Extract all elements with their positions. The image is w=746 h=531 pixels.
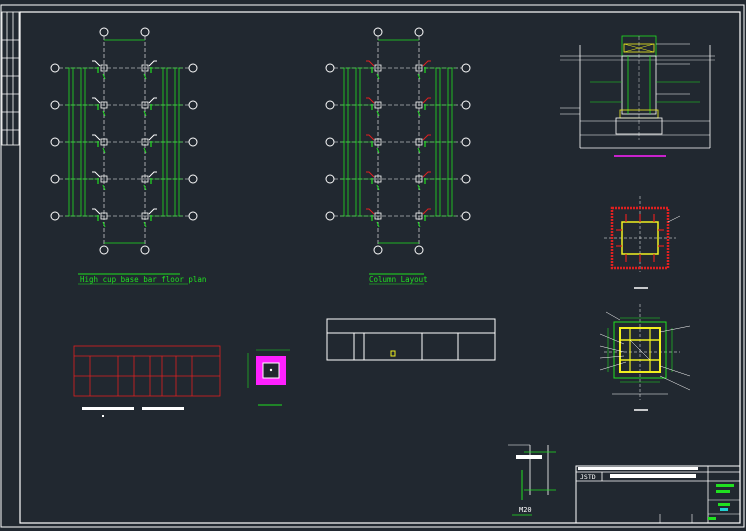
- joint-detail: [599, 304, 691, 411]
- inner-border: [19, 11, 741, 524]
- column-base-section: [560, 35, 715, 157]
- anchor-bolt-label: M20: [519, 506, 532, 514]
- column-cross-section: [604, 196, 681, 289]
- notes-table: [326, 318, 496, 361]
- plan1-title: High cup base bar floor plan: [80, 275, 206, 284]
- title-block-company: JSTD: [580, 473, 596, 481]
- title-block: JSTD: [575, 465, 741, 524]
- column-layout-plan: [325, 27, 471, 255]
- rebar-schedule-table: [73, 345, 221, 397]
- table-notes: [82, 407, 184, 417]
- high-cup-base-plan: [50, 27, 198, 255]
- plan2-title: Column Layout: [369, 275, 428, 284]
- anchor-bolt-detail: M20: [508, 444, 556, 516]
- outer-border: [0, 4, 745, 528]
- anchor-plate-detail: [247, 349, 290, 406]
- binding-strip: [1, 11, 20, 146]
